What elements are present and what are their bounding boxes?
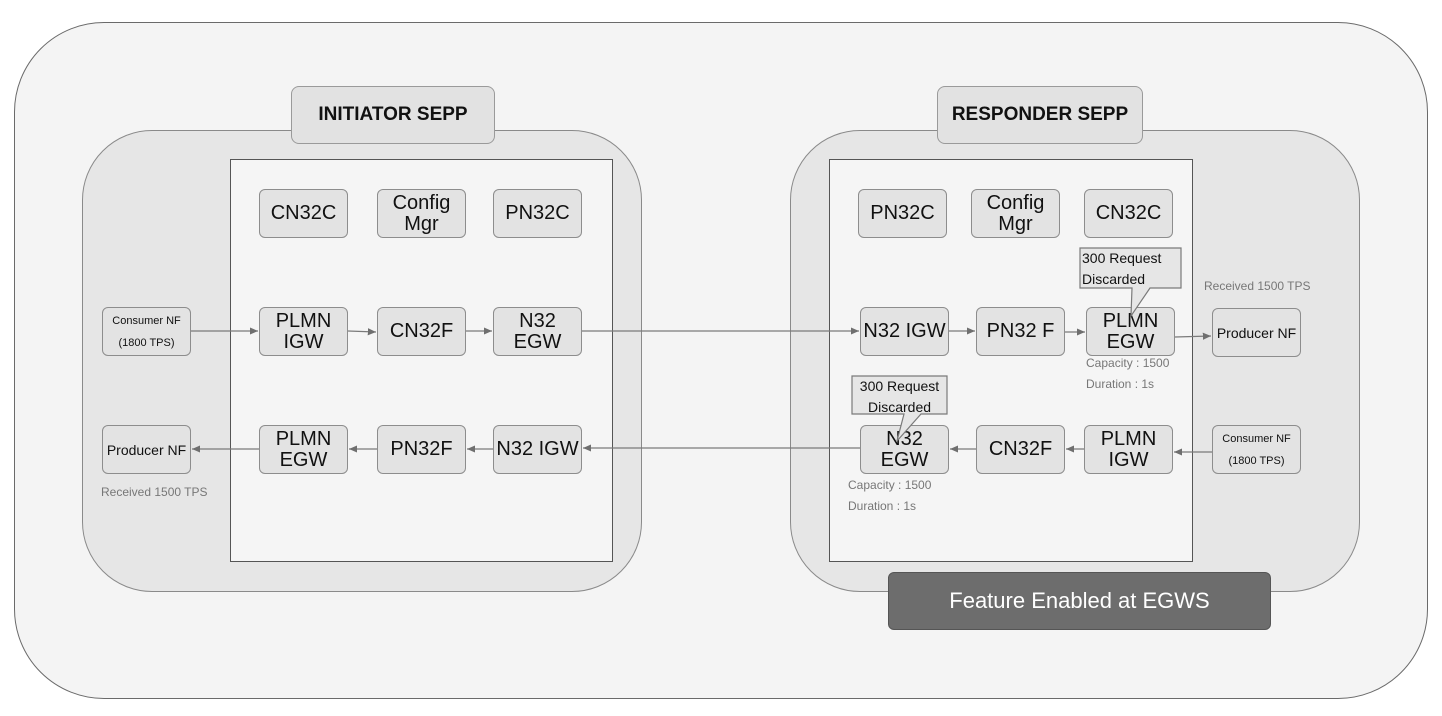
responder-cn32c: CN32C [1084,189,1173,238]
initiator-n32-egw: N32 EGW [493,307,582,356]
initiator-plmn-igw: PLMN IGW [259,307,348,356]
responder-n32-egw-duration: Duration : 1s [848,499,917,513]
responder-sepp-title: RESPONDER SEPP [937,86,1143,144]
initiator-cn32c: CN32C [259,189,348,238]
responder-n32-igw: N32 IGW [860,307,949,356]
initiator-consumer-nf: Consumer NF (1800 TPS) [102,307,191,356]
responder-producer-nf: Producer NF [1212,308,1301,357]
initiator-pn32f: PN32F [377,425,466,474]
initiator-plmn-egw: PLMN EGW [259,425,348,474]
responder-plmn-igw: PLMN IGW [1084,425,1173,474]
responder-producer-received-note: Received 1500 TPS [1204,279,1311,293]
initiator-sepp-title: INITIATOR SEPP [291,86,495,144]
responder-n32-egw-capacity: Capacity : 1500 [848,478,932,492]
initiator-producer-nf: Producer NF [102,425,191,474]
initiator-pn32c: PN32C [493,189,582,238]
feature-enabled-banner: Feature Enabled at EGWS [888,572,1271,630]
initiator-n32-igw: N32 IGW [493,425,582,474]
responder-pn32c: PN32C [858,189,947,238]
initiator-config-mgr: Config Mgr [377,189,466,238]
initiator-cn32f: CN32F [377,307,466,356]
responder-config-mgr: Config Mgr [971,189,1060,238]
initiator-producer-received-note: Received 1500 TPS [101,485,208,499]
responder-plmn-egw-duration: Duration : 1s [1086,377,1155,391]
responder-pn32-f: PN32 F [976,307,1065,356]
plmn-egw-discard-callout: 300 Request Discarded [1082,250,1162,287]
responder-cn32f: CN32F [976,425,1065,474]
plmn-egw-callout-shape [1079,247,1182,319]
arrow-plmn-igw-to-cn32f [347,328,377,336]
n32-egw-callout-shape [851,375,948,442]
responder-plmn-egw-capacity: Capacity : 1500 [1086,356,1170,370]
arrow-plmn-egw-to-producer [1174,332,1212,340]
n32-egw-discard-callout: 300 Request Discarded [859,378,940,415]
responder-consumer-nf: Consumer NF (1800 TPS) [1212,425,1301,474]
